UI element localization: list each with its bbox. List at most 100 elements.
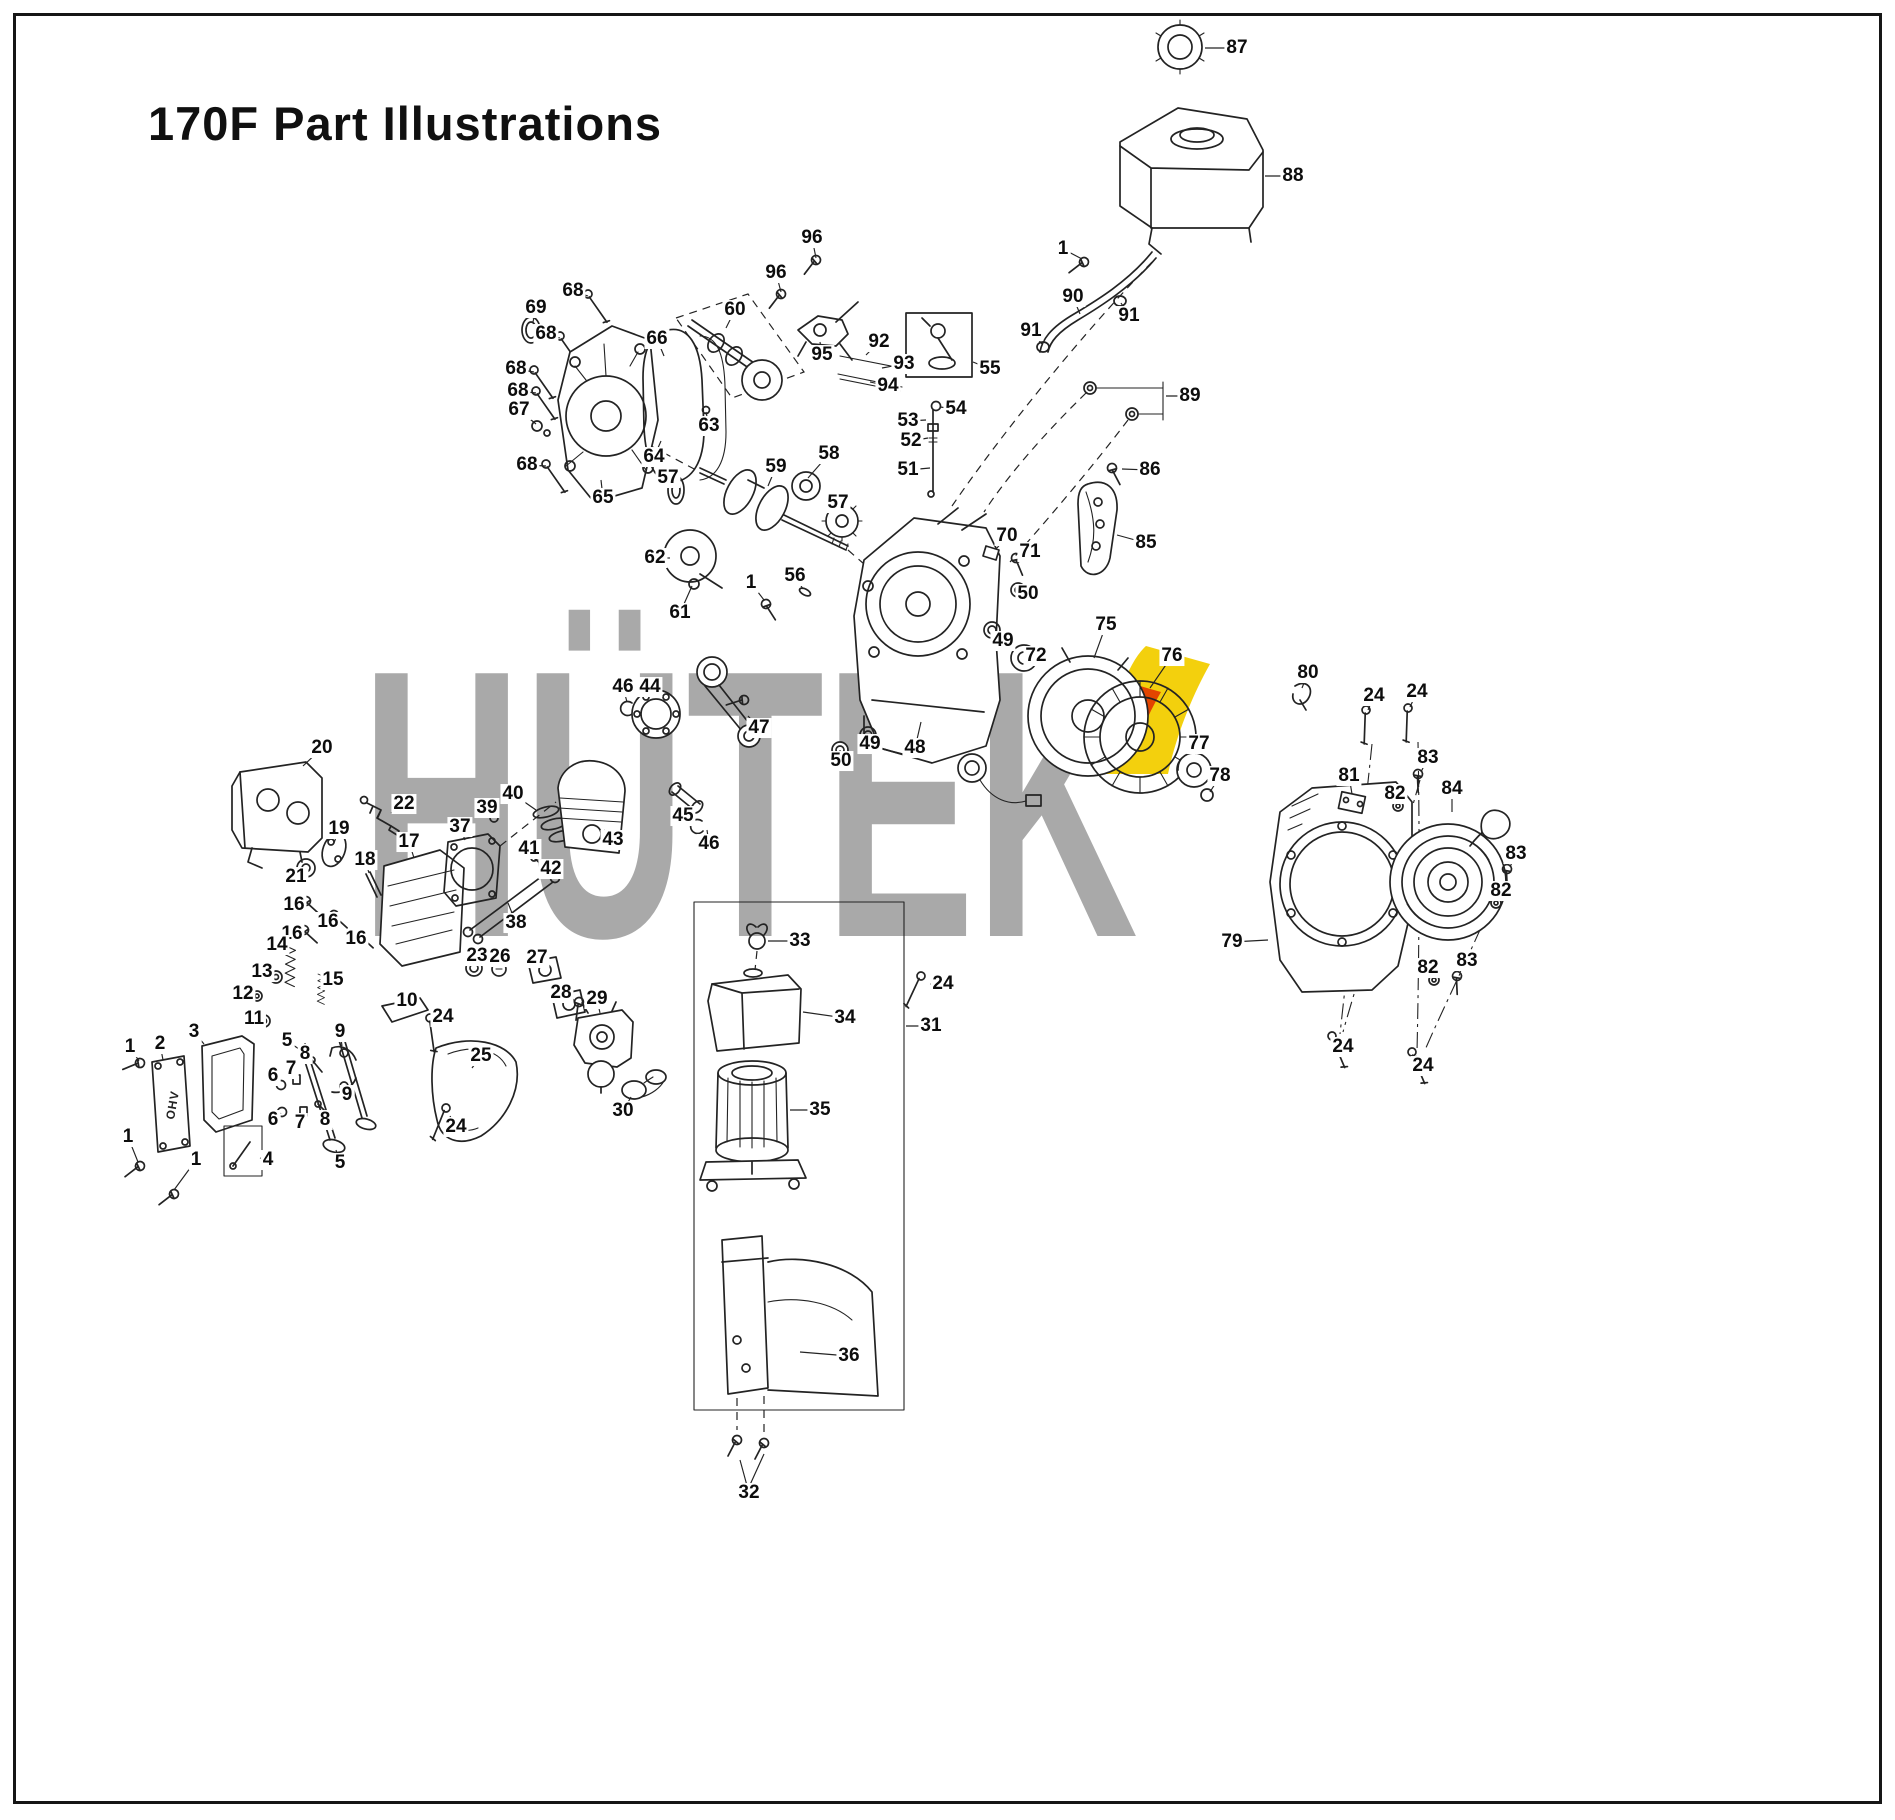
construction-line (951, 261, 1153, 507)
side-cover: OHV (151, 1055, 191, 1153)
part-label-13: 13 (249, 961, 275, 983)
part-label-86: 86 (1137, 459, 1163, 481)
part-label-82: 82 (1382, 783, 1408, 805)
part-label-68: 68 (560, 280, 586, 302)
crank-bearing (791, 471, 821, 501)
air-filter-element (699, 1060, 807, 1192)
part-label-17: 17 (396, 831, 422, 853)
part-label-54: 54 (943, 398, 969, 420)
part-label-9: 9 (339, 1084, 355, 1106)
part-label-12: 12 (230, 983, 256, 1005)
part-label-48: 48 (902, 737, 928, 759)
part-label-55: 55 (977, 358, 1003, 380)
part-label-37: 37 (447, 816, 473, 838)
part-label-88: 88 (1280, 165, 1306, 187)
part-label-87: 87 (1224, 37, 1250, 59)
head-bolts (462, 873, 554, 945)
part-label-46: 46 (610, 676, 636, 698)
part-label-65: 65 (590, 487, 616, 509)
part-label-18: 18 (352, 849, 378, 871)
part-label-24: 24 (430, 1006, 456, 1028)
part-label-5: 5 (332, 1152, 348, 1174)
part-label-4: 4 (260, 1149, 276, 1171)
air-duct (721, 1235, 879, 1397)
part-label-60: 60 (722, 299, 748, 321)
part-label-5: 5 (279, 1030, 295, 1052)
part-label-28: 28 (548, 982, 574, 1004)
muffler (231, 761, 323, 869)
part-label-46: 46 (696, 833, 722, 855)
part-label-76: 76 (1159, 645, 1185, 667)
part-label-77: 77 (1186, 733, 1212, 755)
part-label-10: 10 (394, 990, 420, 1012)
part-label-25: 25 (468, 1045, 494, 1067)
part-label-1: 1 (188, 1149, 204, 1171)
part-label-68: 68 (503, 358, 529, 380)
part-label-61: 61 (667, 602, 693, 624)
part-label-83: 83 (1503, 843, 1529, 865)
part-label-22: 22 (391, 793, 417, 815)
part-label-52: 52 (898, 430, 924, 452)
part-label-49: 49 (857, 733, 883, 755)
part-label-82: 82 (1415, 957, 1441, 979)
part-label-19: 19 (326, 818, 352, 840)
wing-nut (746, 923, 768, 950)
part-label-96: 96 (763, 262, 789, 284)
air-cleaner-box (693, 901, 905, 1411)
part-label-63: 63 (696, 415, 722, 437)
crankcase-cover (557, 325, 659, 503)
part-label-85: 85 (1133, 532, 1159, 554)
part-label-69: 69 (523, 297, 549, 319)
part-label-2: 2 (152, 1033, 168, 1055)
part-label-24: 24 (1404, 681, 1430, 703)
part-label-84: 84 (1439, 778, 1465, 800)
part-label-21: 21 (283, 866, 309, 888)
part-label-36: 36 (836, 1345, 862, 1367)
construction-line (499, 445, 865, 847)
charge-coil (957, 753, 1042, 807)
part-label-33: 33 (787, 930, 813, 952)
part-label-24: 24 (1330, 1036, 1356, 1058)
governor-arm (797, 301, 859, 361)
part-label-81: 81 (1336, 765, 1362, 787)
part-label-83: 83 (1415, 747, 1441, 769)
fuel-tank (1119, 107, 1264, 255)
part-label-1: 1 (122, 1036, 138, 1058)
part-label-49: 49 (990, 630, 1016, 652)
air-cleaner-cover (707, 968, 802, 1052)
part-label-9: 9 (332, 1021, 348, 1043)
fuel-line (1036, 251, 1157, 353)
part-label-24: 24 (1361, 685, 1387, 707)
fuel-tank-cap (1155, 19, 1205, 75)
part-label-24: 24 (443, 1116, 469, 1138)
breather-gasket (201, 1035, 255, 1133)
part-label-68: 68 (505, 380, 531, 402)
governor-rod-assembly (927, 400, 942, 498)
intake-elbow (621, 1069, 667, 1100)
part-label-24: 24 (930, 973, 956, 995)
part-label-68: 68 (514, 454, 540, 476)
pin-clips (619, 700, 704, 835)
part-label-93: 93 (891, 353, 917, 375)
part-label-62: 62 (642, 547, 668, 569)
part-label-78: 78 (1207, 765, 1233, 787)
piston (557, 759, 626, 854)
part-label-79: 79 (1219, 931, 1245, 953)
part-label-20: 20 (309, 737, 335, 759)
part-label-64: 64 (641, 446, 667, 468)
part-label-40: 40 (500, 783, 526, 805)
woodruff-key (798, 587, 812, 597)
part-label-39: 39 (474, 797, 500, 819)
part-label-66: 66 (644, 328, 670, 350)
part-label-16: 16 (315, 911, 341, 933)
part-label-67: 67 (506, 399, 532, 421)
dowel-pins (531, 420, 551, 437)
ball-bearing (631, 689, 681, 739)
part-label-11: 11 (241, 1008, 267, 1030)
part-label-71: 71 (1017, 541, 1043, 563)
starter-handle (1480, 809, 1511, 840)
part-label-6: 6 (265, 1109, 281, 1131)
piston-rings (532, 805, 576, 843)
